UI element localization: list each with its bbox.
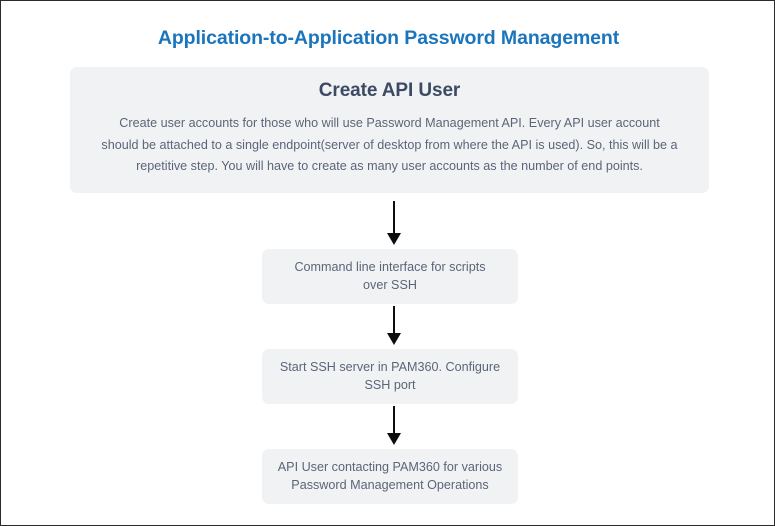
arrow-down-icon-1 <box>387 201 402 245</box>
node-body-create-api-user: Create user accounts for those who will … <box>101 116 678 174</box>
arrow-head <box>387 233 401 245</box>
flow-node-create-api-user: Create API User Create user accounts for… <box>70 67 709 193</box>
arrow-shaft <box>393 306 395 333</box>
node-text-line-1: Command line interface for scripts <box>294 259 486 274</box>
flow-node-api-user-contacting: API User contacting PAM360 for various P… <box>262 449 518 504</box>
arrow-head <box>387 333 401 345</box>
node-text-line-2: SSH port <box>364 377 416 392</box>
node-heading-create-api-user: Create API User <box>318 80 461 102</box>
arrow-shaft <box>393 201 395 233</box>
arrow-head <box>387 433 401 445</box>
page-title: Application-to-Application Password Mana… <box>157 27 620 49</box>
node-text-line-2: over SSH <box>363 277 417 292</box>
flow-node-start-ssh-server: Start SSH server in PAM360. Configure SS… <box>262 349 518 404</box>
flow-node-cli-scripts: Command line interface for scripts over … <box>262 249 518 304</box>
node-text-line-1: API User contacting PAM360 for various <box>277 459 503 474</box>
arrow-down-icon-3 <box>387 406 402 445</box>
arrow-down-icon-2 <box>387 306 402 345</box>
node-text-line-1: Start SSH server in PAM360. Configure <box>279 359 501 374</box>
arrow-shaft <box>393 406 395 433</box>
node-text-line-2: Password Management Operations <box>291 477 489 492</box>
